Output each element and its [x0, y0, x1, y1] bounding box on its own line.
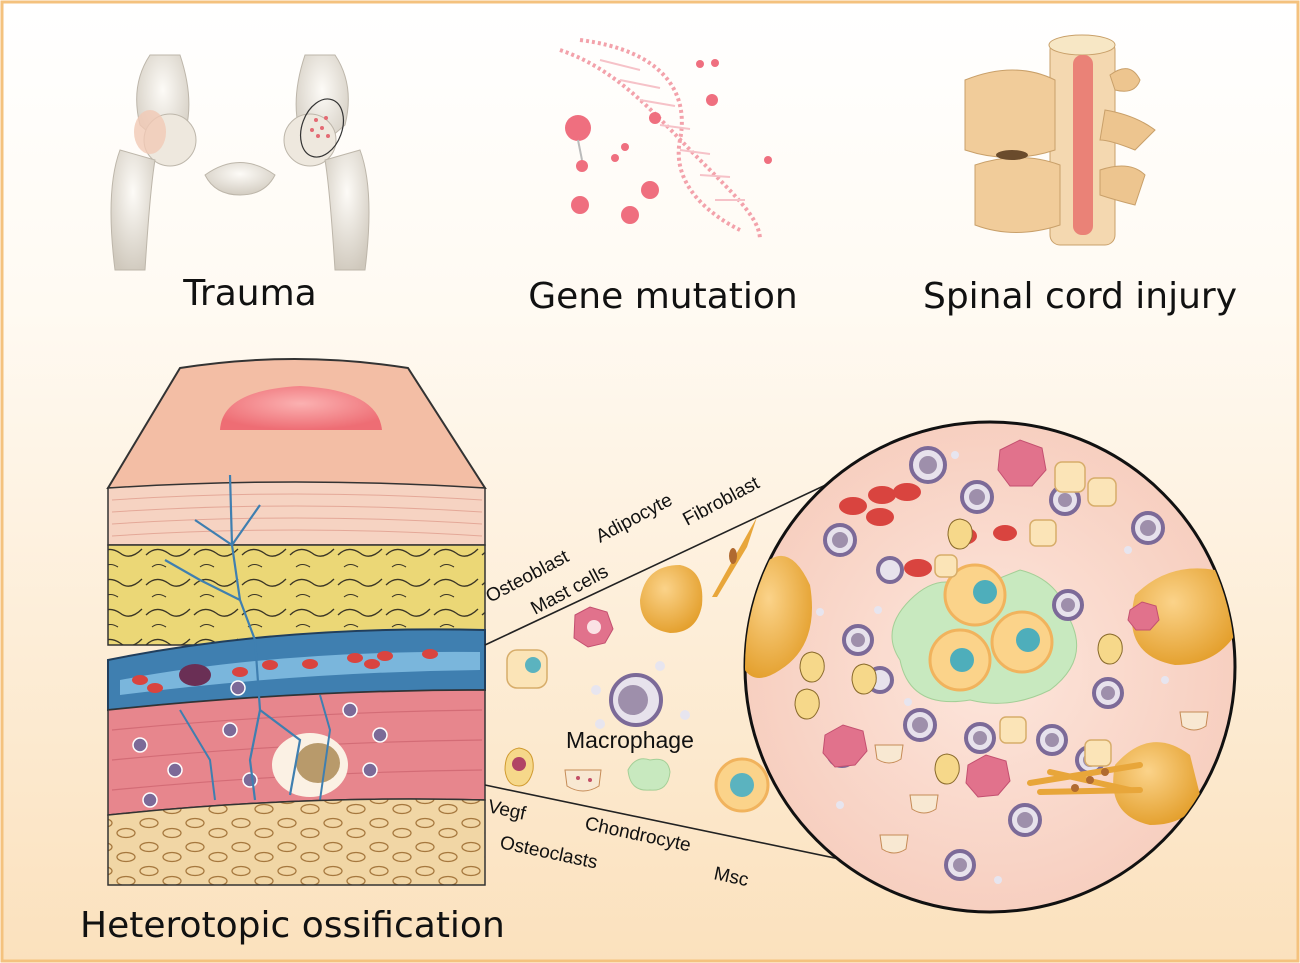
hip-joint-illustration: [110, 54, 370, 271]
magnified-tissue-view: [743, 420, 1237, 914]
cause-trauma-label: Trauma: [182, 273, 317, 314]
dna-helix-illustration: [559, 38, 772, 241]
cause-gene-mutation-label: Gene mutation: [528, 276, 797, 317]
spine-illustration: [964, 34, 1156, 246]
tissue-cross-section: [106, 358, 487, 886]
fat-layer: [107, 544, 486, 646]
macrophage-label: Macrophage: [566, 727, 694, 753]
skin-lesion: [220, 386, 382, 430]
bone-layer: [107, 798, 486, 886]
dermis-layer: [107, 481, 486, 546]
cause-spinal-cord-injury-label: Spinal cord injury: [923, 276, 1237, 317]
heterotopic-ossification-label: Heterotopic ossification: [80, 905, 505, 946]
cell-types-legend: [504, 517, 770, 813]
